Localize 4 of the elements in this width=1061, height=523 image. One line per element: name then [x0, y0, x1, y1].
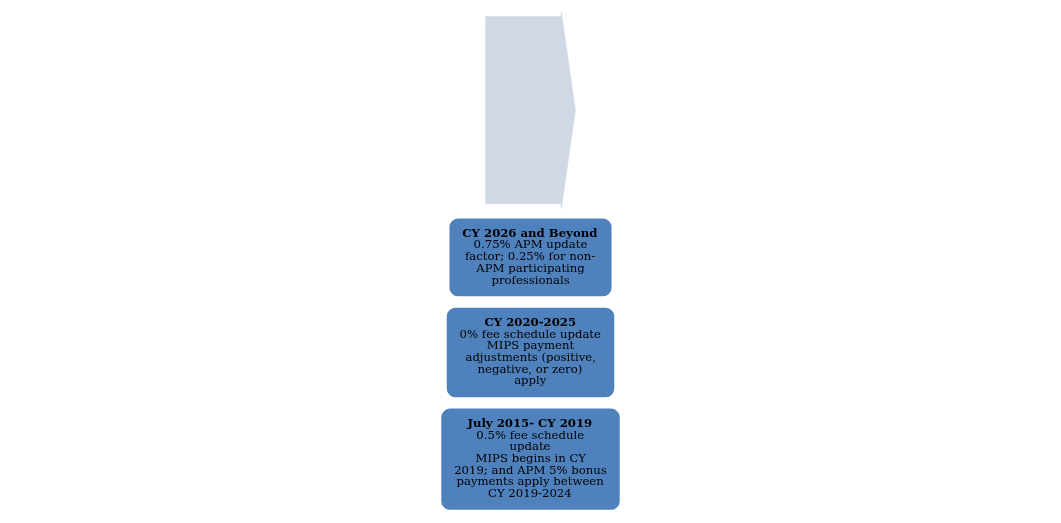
- node-box: July 2015- CY 2019 0.5% fee schedule update MIPS begins in CY 2019; and APM 5% bonus payments apply between CY 2019-2024: [438, 406, 623, 513]
- node-box: CY 2026 and Beyond 0.75% APM update factor; 0.25% for non-APM participating professionals: [447, 216, 614, 299]
- node-arrow: [485, 11, 576, 209]
- node-box: CY 2020-2025 0% fee schedule update MIPS payment adjustments (positive, negative, or zero) apply: [444, 305, 617, 400]
